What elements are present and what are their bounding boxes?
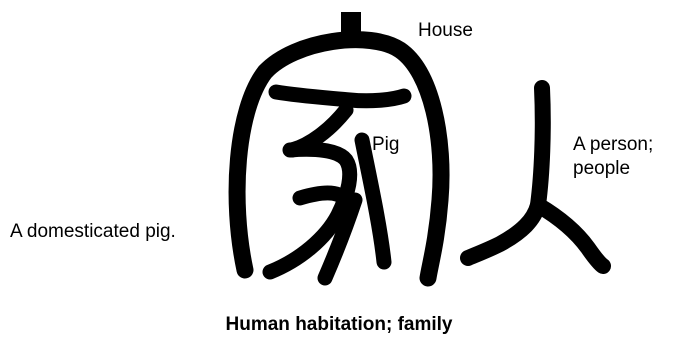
pig-top-stroke [276, 92, 404, 101]
diagram-caption: Human habitation; family [0, 314, 678, 336]
person-left-stroke [468, 88, 543, 258]
house-label: House [418, 19, 473, 43]
pig-middle-stroke [300, 193, 346, 200]
person-label: A person; people [573, 133, 673, 181]
domesticated-pig-label: A domesticated pig. [10, 220, 176, 244]
pig-leg-right [362, 140, 384, 262]
person-label-line2: people [573, 157, 673, 181]
person-label-line1: A person; [573, 133, 673, 157]
pig-glyph [270, 92, 404, 278]
pig-label: Pig [372, 133, 399, 157]
person-right-stroke [538, 205, 603, 266]
